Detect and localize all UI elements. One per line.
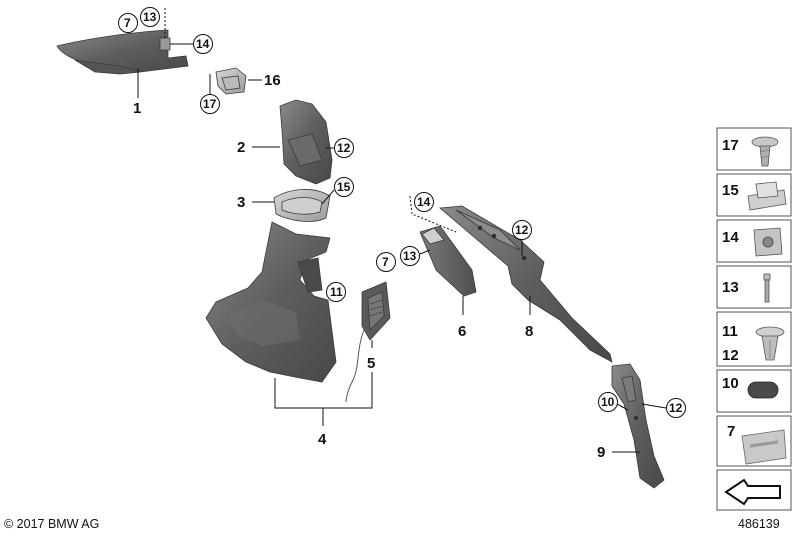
- callout-12-c-pillar: 12: [512, 220, 532, 240]
- screw-icon: [751, 136, 779, 167]
- svg-text:12: 12: [669, 401, 683, 415]
- svg-text:10: 10: [601, 395, 615, 409]
- diagram-number: 486139: [738, 517, 780, 531]
- part-16-clip: [215, 67, 247, 95]
- svg-text:15: 15: [337, 180, 351, 194]
- legend-7: 7: [727, 423, 735, 440]
- svg-text:7: 7: [382, 255, 389, 269]
- callout-12-d-pillar: 12: [666, 398, 686, 418]
- part-label-4: 4: [318, 431, 327, 448]
- callout-7-mid: 7: [376, 252, 396, 272]
- part-label-9: 9: [597, 444, 605, 461]
- cover-cap-icon: [741, 429, 787, 465]
- svg-text:13: 13: [143, 10, 157, 24]
- callout-11: 11: [326, 282, 346, 302]
- svg-text:14: 14: [417, 195, 431, 209]
- legend-17: 17: [722, 137, 739, 154]
- part-label-3: 3: [237, 194, 245, 211]
- part-label-16: 16: [264, 72, 281, 89]
- legend-11: 11: [722, 323, 738, 340]
- svg-text:17: 17: [203, 97, 217, 111]
- callout-10: 10: [598, 392, 618, 412]
- svg-text:12: 12: [515, 223, 529, 237]
- callout-12-b-pillar: 12: [334, 138, 354, 158]
- part-2-b-pillar-upper: [279, 99, 333, 185]
- part-label-2: 2: [237, 139, 245, 156]
- part-label-1: 1: [133, 100, 141, 117]
- part-5-grille: [345, 281, 391, 403]
- callout-14-mid: 14: [414, 192, 434, 212]
- svg-text:11: 11: [330, 285, 343, 299]
- expanding-rivet-icon: [755, 326, 785, 361]
- part-label-5: 5: [367, 355, 375, 372]
- legend-14: 14: [722, 229, 739, 246]
- part-1-a-pillar-trim: [56, 29, 189, 75]
- svg-text:12: 12: [337, 141, 351, 155]
- part-label-8: 8: [525, 323, 533, 340]
- part-6-trim-panel: [419, 225, 477, 297]
- callout-13-top: 13: [140, 7, 160, 27]
- svg-text:13: 13: [403, 249, 417, 263]
- copyright: © 2017 BMW AG: [4, 517, 99, 531]
- plug-icon: [747, 381, 779, 399]
- fastener-legend: 17 15 14 13 11 12: [716, 127, 792, 511]
- callout-17: 17: [200, 94, 220, 114]
- svg-text:14: 14: [196, 37, 210, 51]
- callout-13-mid: 13: [400, 246, 420, 266]
- arrow-symbol-icon: [724, 478, 781, 506]
- part-9-d-pillar-trim: [611, 363, 665, 489]
- legend-15: 15: [722, 182, 739, 199]
- spring-nut-icon: [747, 181, 787, 211]
- bolt-icon: [763, 273, 771, 303]
- legend-10: 10: [722, 375, 739, 392]
- part-4-b-pillar-lower: [205, 221, 337, 383]
- callout-14-top: 14: [193, 34, 213, 54]
- callout-7-top: 7: [118, 13, 138, 33]
- clip-nut-icon: [753, 227, 783, 257]
- part-8-c-pillar-trim: [439, 205, 613, 363]
- callout-15: 15: [334, 177, 354, 197]
- legend-12: 12: [722, 347, 739, 364]
- part-3-trim-strip: [273, 189, 331, 222]
- svg-text:7: 7: [124, 16, 131, 30]
- legend-13: 13: [722, 279, 739, 296]
- part-label-6: 6: [458, 323, 466, 340]
